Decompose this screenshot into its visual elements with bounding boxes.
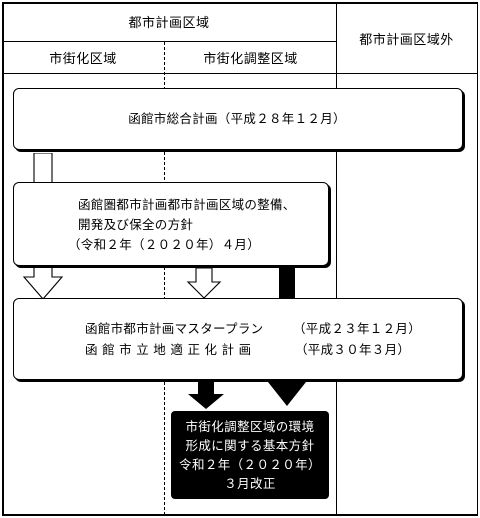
regional-policy-box: 函館圏都市計画都市計画区域の整備、 開発及び保全の方針 （令和２年（２０２０年）…: [13, 182, 329, 266]
comprehensive-plan-text: 函館市総合計画（平成２８年１２月）: [128, 111, 346, 126]
master-plan-line1-date: （平成２３年１２月）: [293, 321, 422, 336]
white-arrow-mid: [186, 268, 222, 299]
basic-policy-line1: 市街化調整区域の環境: [185, 419, 315, 434]
black-arrow-short: [188, 382, 224, 409]
frame-top: [2, 2, 478, 4]
frame-bottom: [2, 514, 478, 516]
regional-policy-line1: 函館圏都市計画都市計画区域の整備、: [78, 197, 296, 212]
urbanization-control-area-label: 市街化調整区域: [203, 52, 298, 67]
header-divider-upper: [2, 41, 337, 43]
basic-policy-line3: 令和２年（２０２０年）: [179, 457, 321, 472]
master-plan-line2-date: （平成３０年３月）: [295, 342, 411, 357]
regional-policy-line2: 開発及び保全の方針: [78, 217, 194, 232]
basic-policy-line4: ３月改正: [224, 476, 276, 491]
frame-left: [2, 2, 4, 515]
zone-separator-dashed: [164, 42, 165, 515]
frame-right: [476, 2, 478, 515]
outside-planning-area-label: 都市計画区域外: [359, 32, 454, 48]
master-plan-box: 函館市都市計画マスタープラン （平成２３年１２月） 函 館 市 立 地 適 正 …: [13, 298, 463, 380]
comprehensive-plan-box: 函館市総合計画（平成２８年１２月）: [13, 88, 463, 150]
basic-policy-box: 市街化調整区域の環境 形成に関する基本方針 令和２年（２０２０年） ３月改正: [171, 411, 329, 499]
basic-policy-line2: 形成に関する基本方針: [185, 438, 315, 453]
master-plan-line1: 函館市都市計画マスタープラン: [85, 321, 264, 336]
outside-area-separator: [336, 2, 338, 515]
regional-policy-line3: （令和２年（２０２０年）４月）: [68, 237, 261, 252]
header-divider-lower: [2, 73, 478, 75]
master-plan-line2: 函 館 市 立 地 適 正 化 計 画: [85, 342, 252, 357]
planning-area-label: 都市計画区域: [128, 16, 210, 31]
urbanization-area-label: 市街化区域: [49, 52, 117, 67]
